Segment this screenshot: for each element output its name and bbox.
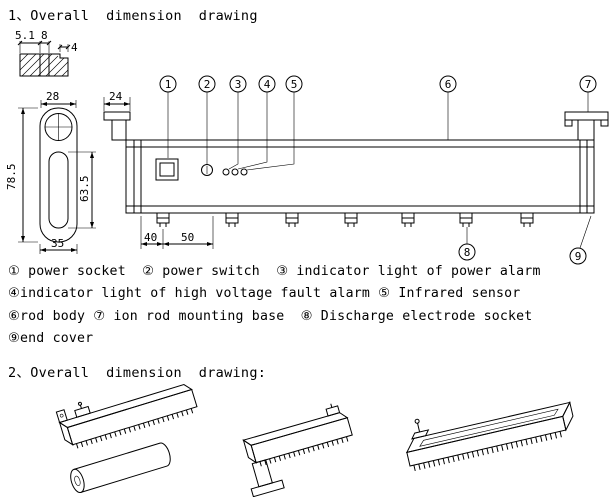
stand-column <box>251 459 273 488</box>
svg-text:4: 4 <box>264 78 271 91</box>
section1-title: 1、Overall dimension drawing <box>8 8 258 24</box>
dim-5-1-label: 5.1 <box>15 29 35 42</box>
power-switch <box>201 164 213 176</box>
callout-9: 9 <box>569 247 587 265</box>
hv-fault-indicator <box>231 168 239 176</box>
callout-6: 6 <box>439 75 457 93</box>
left-mounting-bracket <box>103 111 131 141</box>
center-mark <box>45 113 72 141</box>
clamp-outline <box>19 53 69 77</box>
svg-text:3: 3 <box>235 78 242 91</box>
dim-24-label: 24 <box>109 90 123 103</box>
svg-text:7: 7 <box>585 78 592 91</box>
callout-4: 4 <box>258 75 276 93</box>
left-end-cap <box>133 140 142 213</box>
isometric-views <box>55 384 574 497</box>
mounting-base-side-view: 28 78.5 63.5 35 <box>5 90 96 254</box>
svg-text:1: 1 <box>165 78 172 91</box>
dim-50-label: 50 <box>181 231 194 244</box>
ion-bar-front-view: 24 <box>103 75 609 265</box>
connector-box <box>411 429 430 440</box>
mounting-slot <box>48 151 69 229</box>
callout-8: 8 <box>458 243 476 261</box>
connector-box <box>325 405 341 417</box>
discharge-electrode-socket <box>225 212 239 227</box>
discharge-electrode-socket <box>520 212 534 227</box>
discharge-electrode-socket <box>459 212 473 227</box>
top-slot <box>419 408 559 447</box>
svg-text:5: 5 <box>291 78 298 91</box>
callout-2: 2 <box>198 75 216 93</box>
svg-text:9: 9 <box>575 250 582 263</box>
dim-63-5-label: 63.5 <box>78 176 91 203</box>
legend-line-2: ④indicator light of high voltage fault a… <box>8 286 521 301</box>
end-bracket <box>55 409 68 424</box>
right-mounting-bracket <box>564 111 609 141</box>
callout-7: 7 <box>579 75 597 93</box>
callout-5: 5 <box>285 75 303 93</box>
sensor-tip <box>414 418 420 424</box>
discharge-electrode-socket <box>285 212 299 227</box>
discharge-electrode-socket <box>401 212 415 227</box>
svg-text:6: 6 <box>445 78 452 91</box>
dim-4-label: 4 <box>71 41 78 54</box>
callout-3: 3 <box>229 75 247 93</box>
electrode-comb <box>259 436 349 467</box>
ion-bar-iso <box>242 403 353 467</box>
electrode-comb <box>75 408 194 449</box>
ion-bar-iso <box>405 400 574 472</box>
discharge-electrode-sockets <box>156 212 534 227</box>
hatch-lines <box>19 53 69 77</box>
svg-text:2: 2 <box>204 78 211 91</box>
isometric-view-2 <box>242 403 353 497</box>
end-cover-lines <box>579 140 588 213</box>
clamp-section-view: 5.1 8 4 <box>15 29 78 77</box>
legend-line-1: ① power socket ② power switch ③ indicato… <box>8 264 541 279</box>
dim-78-5-label: 78.5 <box>5 164 18 191</box>
isometric-view-3 <box>405 400 574 472</box>
legend-line-3: ⑥rod body ⑦ ion rod mounting base ⑧ Disc… <box>8 309 533 324</box>
base-profile-outline <box>39 107 78 243</box>
dim-35-label: 35 <box>51 237 64 250</box>
roller-cylinder <box>70 442 171 493</box>
callout-leaders <box>167 92 592 249</box>
power-socket <box>155 158 179 181</box>
rod-body-outline <box>125 139 595 214</box>
dim-40-label: 40 <box>144 231 157 244</box>
section2-title: 2、Overall dimension drawing: <box>8 365 267 381</box>
ion-bar-iso <box>55 384 198 449</box>
sensor-tip <box>77 401 82 406</box>
callout-1: 1 <box>159 75 177 93</box>
legend-line-4: ⑨end cover <box>8 331 94 346</box>
discharge-electrode-socket <box>156 212 170 227</box>
svg-text:8: 8 <box>464 246 471 259</box>
dim-8-label: 8 <box>41 29 48 42</box>
rod-body-profile-lines <box>126 146 594 207</box>
stand-base <box>250 479 285 497</box>
isometric-view-1 <box>55 384 198 493</box>
infrared-sensor <box>240 168 248 176</box>
electrode-comb <box>413 431 562 472</box>
discharge-electrode-socket <box>344 212 358 227</box>
connector-box <box>74 405 91 418</box>
dim-28-label: 28 <box>46 90 59 103</box>
power-alarm-indicator <box>222 168 230 176</box>
